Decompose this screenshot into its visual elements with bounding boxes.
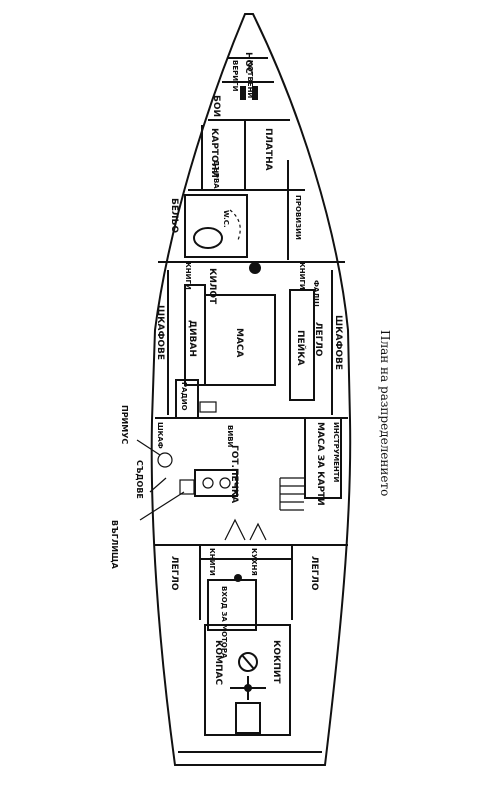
label-platna: ПЛАТНА [263, 128, 273, 171]
label-instrumenti: ИНСТРУМЕНТИ [332, 422, 340, 483]
label-shkaf: ШКАФ [156, 422, 164, 449]
saloon-bench-right [289, 289, 315, 401]
stove-burner-1 [202, 477, 214, 489]
label-knigi-right: КНИГИ [298, 262, 306, 290]
label-bivvi: ВИВИ [226, 425, 234, 448]
radio-box [199, 401, 217, 413]
label-knigi-bottom: КНИГИ [208, 548, 216, 576]
label-shkafove-left: ШКАФОВЕ [155, 305, 165, 360]
chart-table [304, 417, 342, 499]
cockpit-well [204, 624, 291, 736]
stove [194, 469, 238, 497]
label-masa: МАСА [234, 328, 244, 358]
label-got-pechka: ГОТ.ПЕЧКА [229, 445, 239, 503]
primus-leader [136, 439, 161, 456]
label-kotveni: КОТВЕНИ [246, 60, 254, 98]
label-belio: БЕЛЬО [169, 198, 179, 233]
label-vhod-motor: ВХОД ЗА МОТОРА [220, 586, 228, 659]
label-falsh: ФАЛШ [312, 280, 320, 307]
stove-burner-2 [219, 477, 231, 489]
chain-locker-mark-right [252, 86, 258, 100]
label-boi: БОИ [211, 95, 221, 117]
galley-hatch-marks [224, 518, 267, 541]
cockpit-locker [235, 702, 261, 734]
label-leglo-right: ЛЕГЛО [309, 556, 319, 591]
sadove-leader [149, 477, 167, 493]
label-kokpit: КОКПИТ [271, 640, 281, 684]
label-leglo-mid: ЛЕГЛО [313, 322, 323, 357]
wc-basin [193, 227, 223, 249]
compass [238, 652, 258, 672]
wc-door-swing [229, 209, 241, 241]
sink [179, 479, 195, 495]
wc-room [184, 194, 248, 258]
label-kuhnia: КУХНЯ [250, 548, 258, 576]
label-darva: ДЪРВА [212, 160, 220, 189]
label-leglo-left: ЛЕГЛО [169, 556, 179, 591]
label-masa-karti: МАСА ЗА КАРТИ [315, 422, 325, 506]
aft-shelf [199, 544, 293, 560]
engine-hatch [207, 579, 257, 631]
label-kilot: КИЛОТ [207, 268, 217, 305]
hull-outline [150, 13, 352, 766]
label-kompas: КОМПАС [213, 640, 223, 685]
chain-locker-mark-left [240, 86, 246, 100]
callout-sadove: СЪДОВЕ [135, 460, 144, 499]
vaglishta-leader [139, 491, 185, 521]
label-nos: НОС [243, 52, 253, 74]
saloon-divan [184, 284, 206, 386]
steering-wheel [230, 676, 266, 700]
label-knigi-top: КНИГИ [184, 262, 192, 290]
primus-ring [157, 452, 173, 468]
label-kartoni: КАРТОНИ [209, 128, 219, 178]
callout-vaglishta: ВЪГЛИЩА [110, 520, 119, 570]
compass-pointer [241, 654, 255, 670]
label-radio: РАДИО [180, 382, 188, 411]
mast-base [249, 262, 261, 274]
callout-primus: ПРИМУС [120, 405, 129, 444]
label-divan: ДИВАН [187, 320, 197, 357]
label-peika: ПЕЙКА [295, 330, 307, 366]
companionway-steps [279, 477, 304, 511]
engine-hatch-knob [234, 574, 242, 582]
label-wc: W.C. [222, 210, 230, 228]
label-provizii: ПРОВИЗИИ [294, 195, 302, 240]
label-verigi: ВЕРИГИ [231, 60, 239, 92]
plan-caption: План на разпределението [378, 330, 392, 497]
label-shkafove-right: ШКАФОВЕ [333, 315, 343, 370]
